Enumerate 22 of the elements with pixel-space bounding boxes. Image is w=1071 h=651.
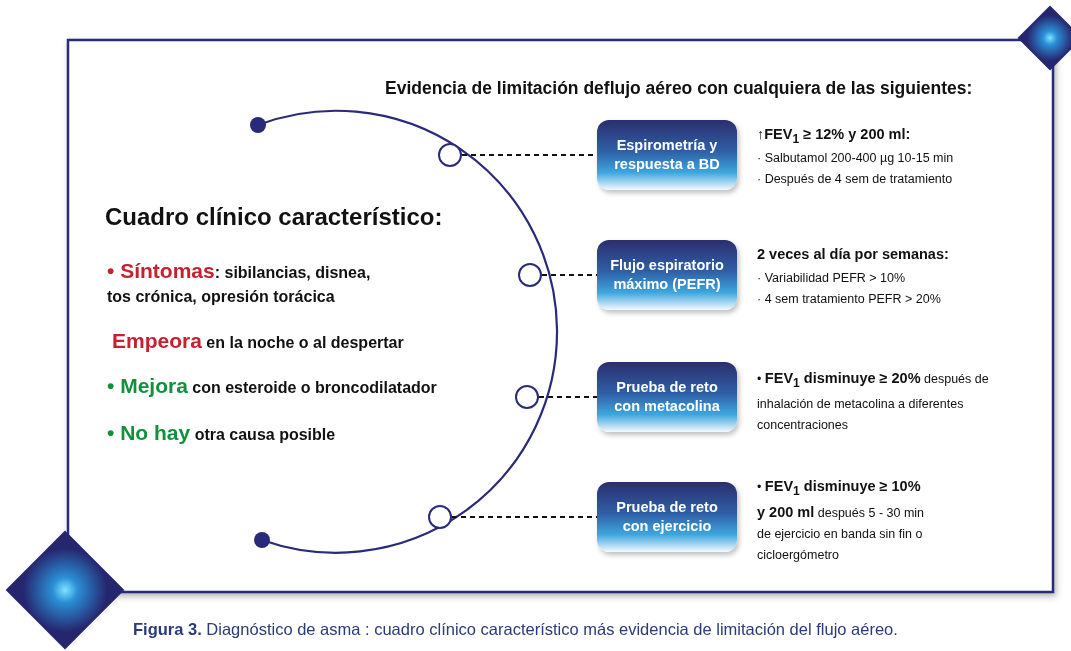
process-box: Prueba de reto con metacolina [597,362,737,432]
note-text: • FEV$_{1}$ disminuye ≥ 20% después de inhalación de metacolina a diferentes concentraciones [757,369,990,434]
figure-caption: Figura 3. Diagnóstico de asma : cuadro clínico característico más evidencia de limitación del flujo aéreo. [133,620,898,639]
process-box: Prueba de reto con ejercicio [597,482,737,552]
note-text: • FEV$_{1}$ disminuye ≥ 10% y 200 ml después 5 - 30 min de ejercicio en banda sin fin o cicloergómetro [757,477,926,564]
process-box: Espirometría y respuesta a BD [597,120,737,190]
list-item: • Síntomas: sibilancias, disnea, tos crónica, opresión torácica [107,259,372,307]
dashed-connector [451,516,598,518]
dashed-connector [538,396,598,398]
list-item: • No hay otra causa posible [107,421,337,446]
list-item: • Mejora con esteroide o broncodilatador [107,374,438,399]
list-item: Empeora en la noche o al despertar [112,329,405,354]
process-box: Flujo espiratorio máximo (PEFR) [597,240,737,310]
note-text: ↑FEV$_{1}$ ≥ 12% y 200 ml: [757,125,912,148]
note-text: 2 veces al día por semanas: [757,245,950,264]
note-text: · Después de 4 sem de tratamiento [757,171,954,188]
section-heading: Cuadro clínico característico: [105,202,444,232]
dashed-connector [541,274,598,276]
note-text: · 4 sem tratamiento PEFR > 20% [757,291,942,308]
note-text: · Salbutamol 200-400 µg 10-15 min [757,150,955,167]
note-text: · Variabilidad PEFR > 10% [757,270,907,287]
section-heading: Evidencia de limitación deflujo aéreo con cualquiera de las siguientes: [385,77,974,100]
